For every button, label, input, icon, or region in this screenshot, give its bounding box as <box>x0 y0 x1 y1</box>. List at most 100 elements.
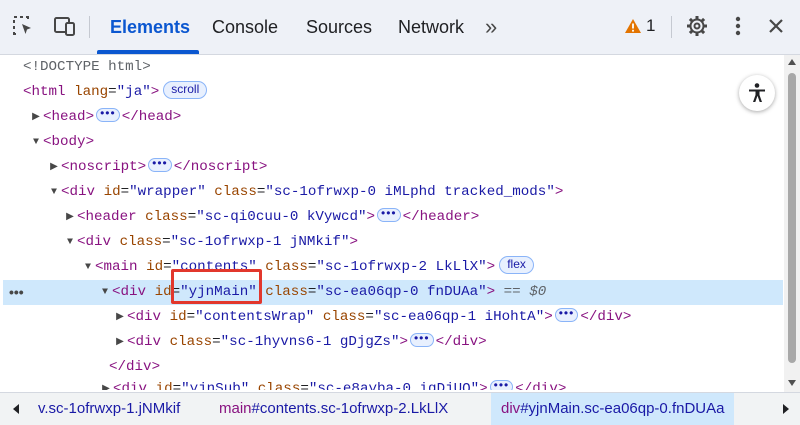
tag-div: <div <box>127 334 162 350</box>
scroll-up-arrow-icon[interactable] <box>788 59 796 65</box>
device-toolbar-icon[interactable] <box>52 13 78 39</box>
breadcrumb-item[interactable]: v.sc-1ofrwxp-1.jNMkif <box>38 393 180 425</box>
expand-triangle-icon[interactable]: ▶ <box>116 337 124 348</box>
row-menu-icon[interactable]: ••• <box>9 284 24 300</box>
collapse-triangle-icon[interactable]: ▼ <box>66 237 73 248</box>
attr-value: "wrapper" <box>129 184 206 200</box>
breadcrumb-tag: main <box>219 400 252 417</box>
breadcrumb-selector: #yjnMain.sc-ea06qp-0.fnDUAa <box>520 400 725 417</box>
dom-node-div-yjnsub[interactable]: ▶<div id="yjnSub" class="sc-e8ayba-0 igD… <box>0 377 783 390</box>
settings-gear-icon[interactable] <box>684 13 710 39</box>
dom-node-noscript[interactable]: ▶<noscript>•••</noscript> <box>0 155 783 180</box>
tab-network[interactable]: Network <box>398 16 465 37</box>
more-vert-icon[interactable] <box>725 13 751 39</box>
expand-triangle-icon[interactable]: ▶ <box>32 112 40 123</box>
collapse-triangle-icon[interactable]: ▼ <box>84 262 91 273</box>
tab-console[interactable]: Console <box>212 16 279 37</box>
tag-div-close: </div> <box>580 309 632 325</box>
expand-triangle-icon[interactable]: ▶ <box>66 212 74 223</box>
collapsed-ellipsis-badge[interactable]: ••• <box>148 157 172 173</box>
attr-value: "yjnSub" <box>181 381 250 390</box>
dom-tree-scrollbar[interactable] <box>784 55 800 392</box>
dom-node-body[interactable]: ▼ <body> <box>0 130 783 155</box>
dom-node-html[interactable]: <html lang="ja">scroll <box>0 80 783 105</box>
more-tabs-button[interactable]: » <box>485 14 498 39</box>
issues-button[interactable]: 1 <box>624 13 664 39</box>
collapsed-ellipsis-badge[interactable]: ••• <box>377 207 401 223</box>
collapsed-ellipsis-badge[interactable]: ••• <box>96 107 120 123</box>
collapse-triangle-icon[interactable]: ▼ <box>32 137 39 148</box>
collapse-triangle-icon[interactable]: ▼ <box>50 187 57 198</box>
breadcrumb-item-selected[interactable]: div#yjnMain.sc-ea06qp-0.fnDUAa <box>491 393 735 425</box>
dom-node-div-gdjgzs[interactable]: ▶<div class="sc-1hyvns6-1 gDjgZs">•••</d… <box>0 330 783 355</box>
dom-node-div-contentswrap[interactable]: ▶<div id="contentsWrap" class="sc-ea06qp… <box>0 305 783 330</box>
tab-sources[interactable]: Sources <box>306 16 373 37</box>
expand-triangle-icon[interactable]: ▶ <box>50 162 58 173</box>
attr-name: class <box>169 334 213 350</box>
attr-value: "sc-1ofrwxp-0 iMLphd tracked_mods" <box>265 184 555 200</box>
scroll-badge[interactable]: scroll <box>163 81 208 100</box>
collapse-triangle-icon[interactable]: ▼ <box>101 287 108 298</box>
expand-triangle-icon[interactable]: ▶ <box>102 384 110 390</box>
doctype-text: <!DOCTYPE html> <box>23 59 151 75</box>
dom-node-div-wrapper[interactable]: ▼<div id="wrapper" class="sc-1ofrwxp-0 i… <box>0 180 783 205</box>
attr-value: "sc-e8ayba-0 igDjUQ" <box>308 381 480 390</box>
attr-name: class <box>265 284 308 300</box>
dom-node-div-yjnmain-selected[interactable]: ••• ▼<div id="yjnMain" class="sc-ea06qp-… <box>3 280 783 305</box>
attr-name: id <box>103 184 121 200</box>
tag-div: <div <box>77 234 112 250</box>
dom-node-div-jnmkif[interactable]: ▼<div class="sc-1ofrwxp-1 jNMkif"> <box>0 230 783 255</box>
issue-count: 1 <box>646 16 656 35</box>
tag-header: <header <box>77 209 137 225</box>
attr-value: "ja" <box>116 84 151 100</box>
inspect-element-icon[interactable] <box>10 13 36 39</box>
collapsed-ellipsis-badge[interactable]: ••• <box>409 332 434 348</box>
dom-node-head[interactable]: ▶<head>•••</head> <box>0 105 783 130</box>
dom-node-header[interactable]: ▶<header class="sc-qi0cuu-0 kVywcd">•••<… <box>0 205 783 230</box>
collapsed-ellipsis-badge[interactable]: ••• <box>489 379 514 390</box>
attr-name: id <box>155 381 173 390</box>
accessibility-tree-button[interactable] <box>739 75 775 111</box>
attr-value: "yjnMain" <box>180 284 257 300</box>
tag-div: <div <box>112 284 147 300</box>
flex-badge[interactable]: flex <box>499 256 534 275</box>
expand-triangle-icon[interactable]: ▶ <box>116 312 124 323</box>
attr-name: class <box>322 309 366 325</box>
dom-node-doctype[interactable]: <!DOCTYPE html> <box>0 55 783 80</box>
tag-main: <main <box>95 259 138 275</box>
attr-value: "sc-qi0cuu-0 kVywcd" <box>196 209 367 225</box>
attr-value: "contentsWrap" <box>195 309 315 325</box>
tag-head: <head> <box>43 109 95 125</box>
highlight-annotation-box <box>171 269 262 304</box>
accessibility-icon <box>749 83 765 102</box>
tag-header-close: </header> <box>402 209 480 225</box>
tag-html: <html <box>23 84 66 100</box>
attr-name: lang <box>74 84 109 100</box>
tag-div: <div <box>127 309 162 325</box>
attr-name: class <box>145 209 188 225</box>
tag-div-close: </div> <box>109 359 161 375</box>
breadcrumb-selector: v.sc-1ofrwxp-1.jNMkif <box>38 400 181 417</box>
dom-node-div-close[interactable]: </div> <box>0 355 783 380</box>
attr-name: class <box>214 184 257 200</box>
collapsed-ellipsis-badge[interactable]: ••• <box>554 307 579 323</box>
tag-div-close: </div> <box>435 334 487 350</box>
attr-value: "sc-ea06qp-0 fnDUAa" <box>316 284 487 300</box>
attr-value: "sc-1ofrwxp-1 jNMkif" <box>170 234 350 250</box>
breadcrumb-item[interactable]: main#contents.sc-1ofrwxp-2.LkLlX <box>219 393 448 425</box>
tag-noscript-close: </noscript> <box>173 159 268 175</box>
tab-elements[interactable]: Elements <box>110 16 191 37</box>
scrollbar-thumb[interactable] <box>788 73 796 363</box>
scroll-down-arrow-icon[interactable] <box>788 380 796 386</box>
toolbar-separator <box>671 16 672 38</box>
breadcrumb: v.sc-1ofrwxp-1.jNMkif main#contents.sc-1… <box>0 392 800 425</box>
close-icon[interactable] <box>763 13 789 39</box>
breadcrumb-scroll-left-icon[interactable] <box>6 401 26 417</box>
breadcrumb-selector: #contents.sc-1ofrwxp-2.LkLlX <box>251 400 449 417</box>
dom-node-main[interactable]: ▼<main id="contents" class="sc-1ofrwxp-2… <box>0 255 783 280</box>
tag-body: <body> <box>43 134 95 150</box>
tag-head-close: </head> <box>121 109 182 125</box>
tag-div-close: </div> <box>515 381 567 390</box>
breadcrumb-scroll-right-icon[interactable] <box>776 401 796 417</box>
selected-node-marker: == $0 <box>503 284 547 300</box>
